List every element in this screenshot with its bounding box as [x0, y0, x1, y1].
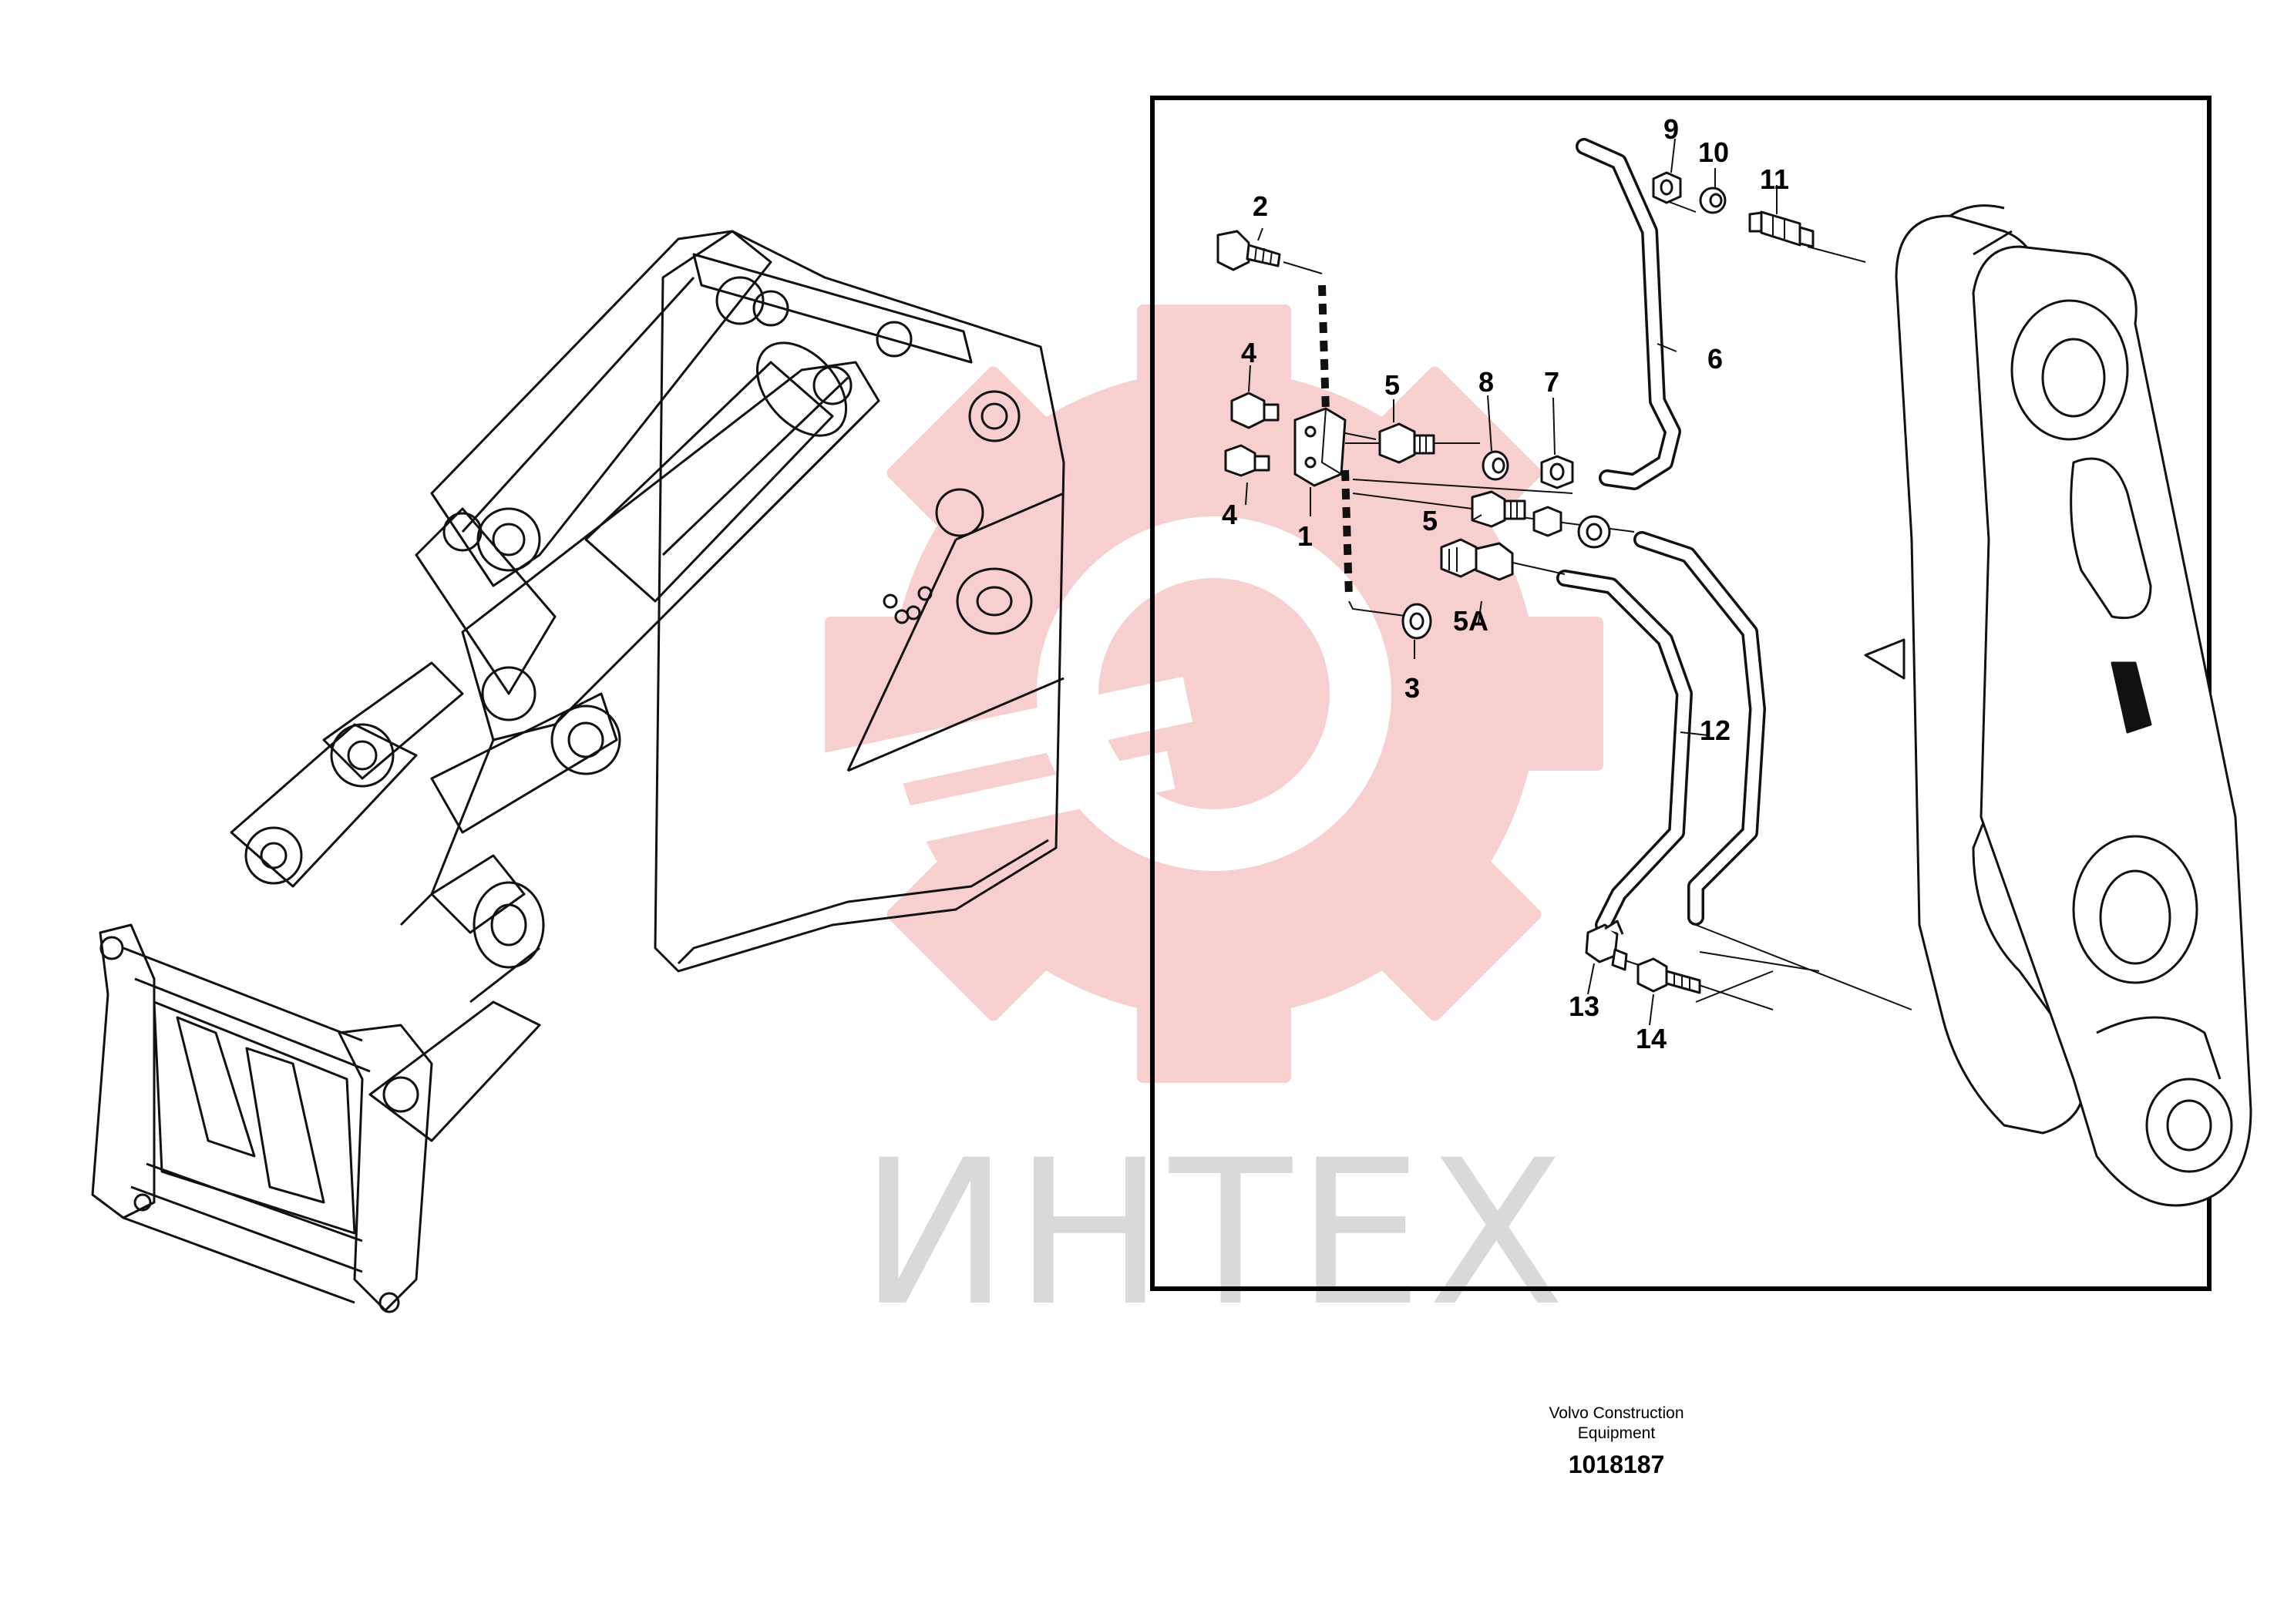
- callout-6: 6: [1707, 343, 1723, 375]
- callout-8: 8: [1478, 366, 1494, 398]
- callout-5-upper: 5: [1384, 369, 1400, 401]
- pipes: [1556, 138, 1766, 933]
- callout-3: 3: [1404, 672, 1420, 704]
- loader-arm-assembly: [91, 230, 1065, 1313]
- sleeve-8: [1482, 450, 1509, 481]
- grease-nipple-lower: [1224, 444, 1270, 477]
- callout-10: 10: [1698, 136, 1729, 168]
- adapter-5a: [1440, 538, 1514, 581]
- callout-12: 12: [1700, 714, 1731, 746]
- callout-4-lower: 4: [1222, 499, 1237, 530]
- callout-7: 7: [1544, 366, 1559, 398]
- bolt-part: [1216, 230, 1281, 271]
- nut-middle: [1532, 506, 1611, 549]
- callout-13: 13: [1569, 990, 1599, 1022]
- drawing-footer: Volvo Construction Equipment 1018187: [1549, 1404, 1684, 1478]
- nut-9: [1652, 171, 1682, 204]
- callout-5A: 5A: [1453, 605, 1488, 637]
- company-name-line2: Equipment: [1578, 1424, 1656, 1442]
- assembly-lines: [1283, 200, 1912, 1010]
- callout-14: 14: [1636, 1023, 1667, 1054]
- distribution-block: [1293, 407, 1347, 487]
- callout-4-upper: 4: [1241, 337, 1256, 368]
- adapter-upper: [1378, 422, 1435, 464]
- callout-9: 9: [1663, 113, 1679, 145]
- watermark: ИНТЕХ: [699, 304, 1603, 1350]
- watermark-text: ИНТЕХ: [859, 1118, 1569, 1350]
- watermark-gear-icon: [699, 304, 1603, 1083]
- bolt-14: [1636, 957, 1701, 994]
- grease-nipple-upper: [1230, 392, 1280, 429]
- adapter-lower: [1471, 490, 1526, 528]
- sleeve-10: [1699, 187, 1727, 214]
- washer: [1401, 603, 1432, 640]
- callout-1: 1: [1297, 520, 1313, 552]
- callout-5-lower: 5: [1422, 505, 1438, 536]
- elbow-13: [1585, 920, 1628, 971]
- nut-7: [1540, 455, 1574, 489]
- drawing-number: 1018187: [1569, 1451, 1665, 1478]
- fittings: [1216, 171, 1815, 994]
- callout-2: 2: [1253, 190, 1268, 222]
- fitting-11: [1748, 210, 1815, 248]
- company-name-line1: Volvo Construction: [1549, 1404, 1684, 1422]
- callout-11: 11: [1760, 163, 1789, 195]
- leader-lines: [1245, 138, 1778, 1026]
- callout-labels: 1 2 3 4 4 5 5 5A 6 7 8 9 10 11 12 13 14: [1222, 113, 1789, 1054]
- lift-arm-detail: [1864, 204, 2252, 1207]
